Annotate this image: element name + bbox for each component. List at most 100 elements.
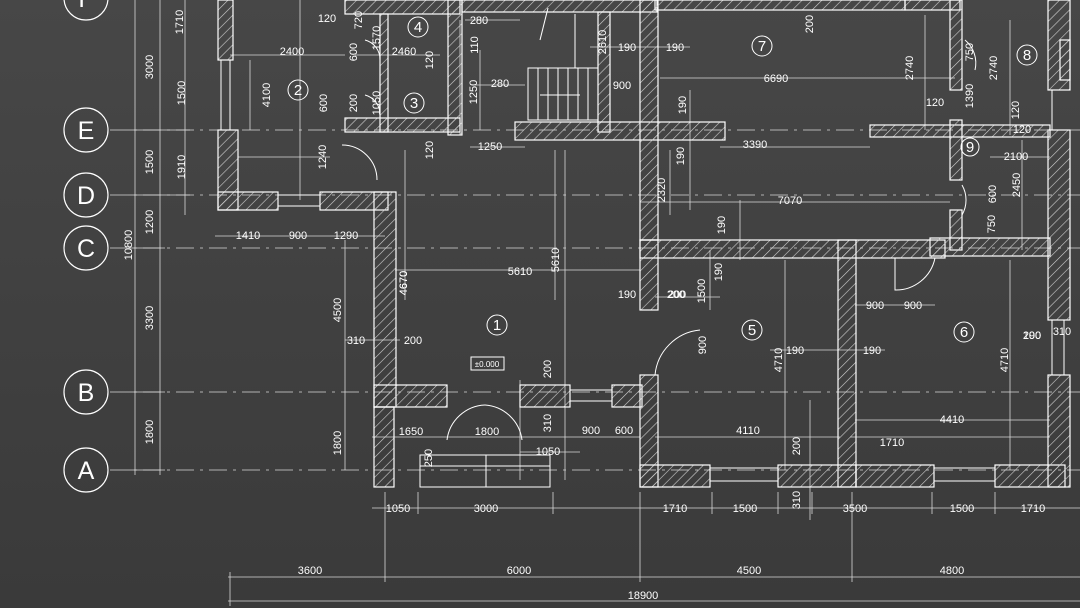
dimension-lines bbox=[110, 0, 1080, 606]
dimension-label: 310 bbox=[1053, 326, 1071, 338]
dimension-label: 1050 bbox=[536, 446, 560, 458]
walls bbox=[217, 0, 1071, 488]
dimension-label: 1910 bbox=[176, 155, 188, 179]
dimension-label: 120 bbox=[318, 13, 336, 25]
dimension-label: 3000 bbox=[144, 55, 156, 79]
dimension-label: 200 bbox=[668, 289, 686, 301]
room-marker-4: 4 bbox=[407, 16, 429, 38]
dimension-label: 600 bbox=[615, 425, 633, 437]
room-marker-1: 1 bbox=[486, 314, 508, 336]
axis-label: B bbox=[78, 379, 95, 407]
room-number: 5 bbox=[748, 322, 756, 339]
dimension-label: 1500 bbox=[144, 150, 156, 174]
dimension-label: 1650 bbox=[399, 426, 423, 438]
level-mark: ±0.000 bbox=[475, 360, 500, 369]
dimension-label: 280 bbox=[470, 15, 488, 27]
dimension-label: 110 bbox=[469, 36, 481, 54]
axis-markers: A B CD E F bbox=[63, 0, 109, 493]
room-number: 6 bbox=[960, 324, 968, 341]
room-number: 4 bbox=[414, 19, 422, 36]
dimension-label: 190 bbox=[713, 263, 725, 281]
dimension-label: 190 bbox=[618, 42, 636, 54]
dimension-label: 310 bbox=[542, 414, 554, 432]
dimension-label: 4800 bbox=[940, 565, 964, 577]
dimension-label: 2450 bbox=[1011, 173, 1023, 197]
room-number: 7 bbox=[758, 38, 766, 55]
total-dimension: 18900 bbox=[628, 590, 659, 602]
dimension-label: 600 bbox=[987, 185, 999, 203]
dimension-label: 190 bbox=[1023, 330, 1041, 342]
dimension-label: 200 bbox=[542, 360, 554, 378]
dimension-label: 120 bbox=[424, 141, 436, 159]
dimension-label: 1410 bbox=[236, 230, 260, 242]
room-marker-9: 9 bbox=[960, 137, 980, 157]
dimension-label: 900 bbox=[289, 230, 307, 242]
axis-label: A bbox=[78, 457, 95, 485]
dimension-label: 2740 bbox=[988, 56, 1000, 80]
dimension-label: 190 bbox=[618, 289, 636, 301]
dimension-label: 4410 bbox=[940, 414, 964, 426]
room-marker-3: 3 bbox=[403, 92, 425, 114]
dimension-label: 900 bbox=[697, 336, 709, 354]
dimension-label: 120 bbox=[1010, 101, 1022, 119]
dimension-label: 190 bbox=[863, 345, 881, 357]
dimension-label: 1240 bbox=[317, 145, 329, 169]
dimension-label: 2610 bbox=[597, 30, 609, 54]
axis-label: E bbox=[78, 117, 95, 145]
axis-marker-a: A bbox=[63, 447, 109, 493]
axis-label: D bbox=[77, 182, 95, 210]
dimension-label: 1500 bbox=[696, 279, 708, 303]
room-marker-2: 2 bbox=[287, 79, 309, 101]
dimension-label: 3600 bbox=[298, 565, 322, 577]
dimension-label: 6000 bbox=[507, 565, 531, 577]
dimension-label: 1800 bbox=[332, 431, 344, 455]
room-number: 3 bbox=[410, 95, 418, 112]
dimension-label: 900 bbox=[582, 425, 600, 437]
dimension-label: 200 bbox=[1023, 330, 1041, 342]
dimension-label: 6690 bbox=[764, 73, 788, 85]
dimension-label: 4500 bbox=[737, 565, 761, 577]
staircase bbox=[527, 7, 599, 121]
dimension-label: 5610 bbox=[508, 266, 532, 278]
room-marker-7: 7 bbox=[751, 35, 773, 57]
dimension-label: 2320 bbox=[656, 178, 668, 202]
dimension-label: 2740 bbox=[904, 56, 916, 80]
dimension-label: 190 bbox=[677, 96, 689, 114]
windows bbox=[220, 60, 1065, 482]
dimension-label: 200 bbox=[667, 289, 685, 301]
dimension-label: 1390 bbox=[964, 84, 976, 108]
dimension-label: 1710 bbox=[1021, 503, 1045, 515]
dimension-label: 2460 bbox=[392, 46, 416, 58]
dimension-label: 1710 bbox=[880, 437, 904, 449]
dimension-label: 900 bbox=[613, 80, 631, 92]
dimension-label: 1710 bbox=[174, 10, 186, 34]
dimension-label: 1200 bbox=[144, 210, 156, 234]
axis-marker-b: B bbox=[63, 369, 109, 415]
dimension-label: 190 bbox=[675, 147, 687, 165]
dimension-label: 10800 bbox=[123, 230, 135, 261]
dimension-label: 200 bbox=[791, 437, 803, 455]
room-marker-6: 6 bbox=[953, 321, 975, 343]
dimension-label: 1500 bbox=[733, 503, 757, 515]
dimension-label: 1710 bbox=[663, 503, 687, 515]
dimension-label: 900 bbox=[904, 300, 922, 312]
dimension-label: 4710 bbox=[999, 348, 1011, 372]
axis-label: F bbox=[78, 0, 93, 13]
dimension-label: 120 bbox=[1013, 124, 1031, 136]
dimension-label: 200 bbox=[804, 15, 816, 33]
room-number: 2 bbox=[294, 82, 302, 99]
dimension-label: 1800 bbox=[475, 426, 499, 438]
dimension-label: 600 bbox=[318, 94, 330, 112]
axis-marker-d: D bbox=[63, 172, 109, 218]
dimension-label: 190 bbox=[786, 345, 804, 357]
axis-marker-c: C bbox=[63, 225, 109, 271]
dimension-label: 3300 bbox=[144, 306, 156, 330]
dimension-label: 1500 bbox=[176, 81, 188, 105]
dimension-label: 1250 bbox=[468, 80, 480, 104]
dimension-label: 120 bbox=[424, 51, 436, 69]
dimension-label: 4100 bbox=[261, 83, 273, 107]
